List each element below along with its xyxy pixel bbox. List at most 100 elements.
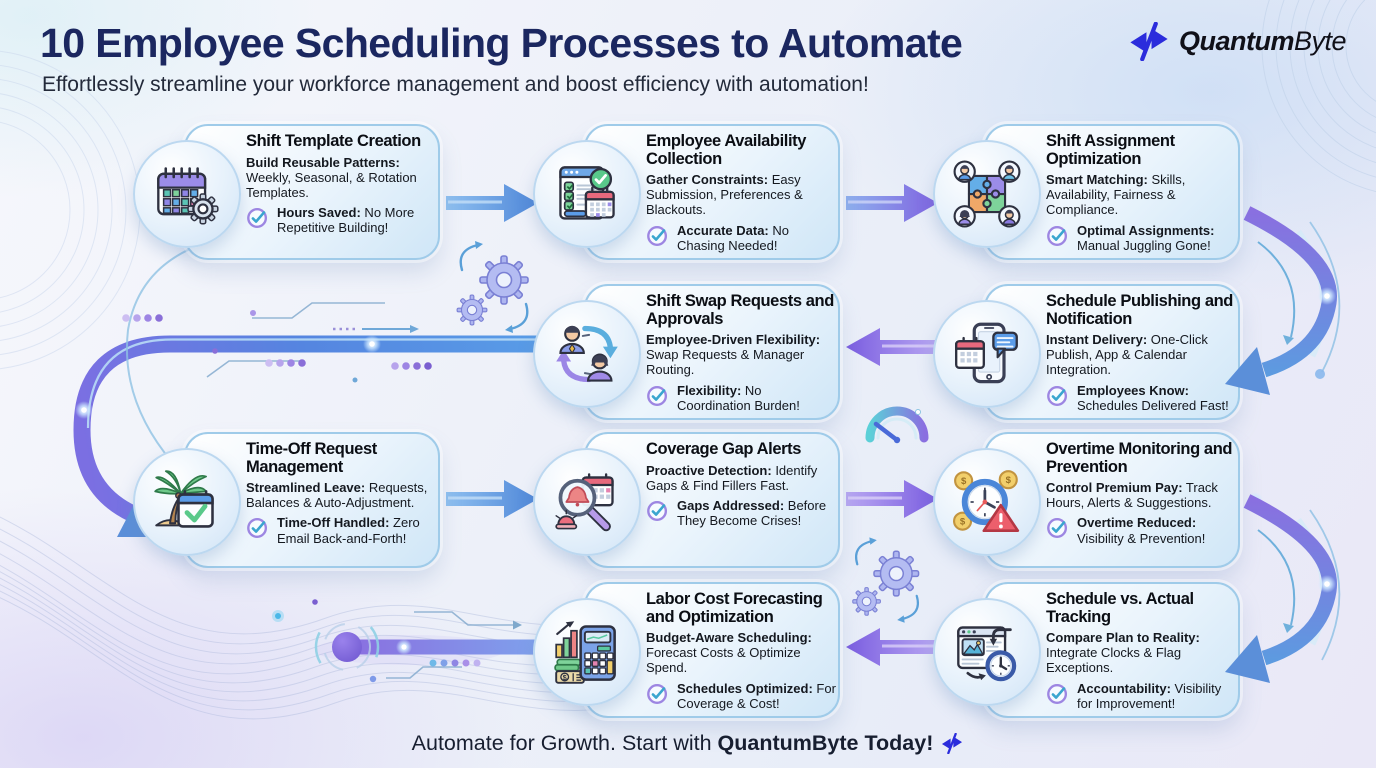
arrow-left-row4 <box>846 628 938 666</box>
clock-money-alert-icon: $ $ $ <box>953 470 1020 533</box>
benefit-text: Hours Saved: No More Repetitive Building… <box>277 205 436 235</box>
availability-form-icon <box>559 166 615 220</box>
team-puzzle-icon <box>953 160 1021 228</box>
gauge-decoration-icon <box>865 406 929 444</box>
card-icon-circle <box>533 300 641 408</box>
body-label: Control Premium Pay: <box>1046 480 1183 496</box>
body-label: Employee-Driven Flexibility: <box>646 332 821 348</box>
benefit-label: Overtime Reduced: <box>1077 515 1197 531</box>
flow-node-left <box>314 614 542 680</box>
footer-lead: Automate for Growth. Start with <box>411 731 718 755</box>
card-icon-circle: $ <box>533 598 641 706</box>
phone-calendar-icon <box>955 322 1018 384</box>
benefit-detail: Manual Juggling Gone! <box>1077 237 1211 253</box>
benefit-text: Flexibility: No Coordination Burden! <box>677 383 836 413</box>
card-icon-circle <box>133 140 241 248</box>
body-text: Swap Requests & Manager Routing. <box>646 347 805 378</box>
body-label: Proactive Detection: <box>646 462 772 478</box>
body-label: Smart Matching: <box>1046 172 1148 188</box>
check-icon <box>247 207 268 228</box>
svg-text:$: $ <box>1006 475 1012 486</box>
card-title: Schedule vs. Actual Tracking <box>1046 590 1194 626</box>
card-icon-circle <box>933 300 1041 408</box>
body-label: Streamlined Leave: <box>246 480 366 496</box>
card-body: Gather Constraints: Easy Submission, Pre… <box>646 172 836 217</box>
brand-name-light: Byte <box>1293 26 1347 56</box>
card-benefit: Gaps Addressed: Before They Become Crise… <box>646 498 836 528</box>
quantumbyte-logo-icon <box>942 732 963 755</box>
brand-logo: QuantumByte <box>1127 22 1347 61</box>
benefit-text: Gaps Addressed: Before They Become Crise… <box>677 498 836 528</box>
gears-decoration-icon <box>456 241 529 333</box>
benefit-label: Employees Know: <box>1077 382 1189 398</box>
card-benefit: Flexibility: No Coordination Burden! <box>646 383 836 413</box>
check-icon <box>647 500 668 521</box>
benefit-text: Overtime Reduced: Visibility & Preventio… <box>1077 515 1236 545</box>
check-icon <box>647 683 668 704</box>
card-title: Shift Swap Requests and Approvals <box>646 292 834 328</box>
fan-lines-left <box>0 50 141 370</box>
body-text: Forecast Costs & Optimize Spend. <box>646 645 801 676</box>
body-label: Gather Constraints: <box>646 172 769 188</box>
card-title: Labor Cost Forecasting and Optimization <box>646 590 823 626</box>
card-body: Instant Delivery: One-Click Publish, App… <box>1046 332 1236 377</box>
curved-arrow-row1-row2 <box>1225 206 1341 395</box>
calculator-chart-icon: $ <box>554 621 616 684</box>
card-title: Schedule Publishing and Notification <box>1046 292 1233 328</box>
card-icon-circle <box>933 140 1041 248</box>
card-title: Shift Template Creation <box>246 132 421 150</box>
arrow-right-row1-a <box>446 184 538 222</box>
card-schedule-vs-actual: Schedule vs. Actual Tracking Compare Pla… <box>933 582 1240 718</box>
card-employee-availability-collection: Employee Availability Collection Gather … <box>533 124 840 260</box>
footer-emphasis: QuantumByte Today! <box>717 731 934 755</box>
check-icon <box>1047 518 1068 539</box>
card-body: Smart Matching: Skills, Availability, Fa… <box>1046 172 1236 217</box>
card-benefit: Overtime Reduced: Visibility & Preventio… <box>1046 515 1236 546</box>
check-icon <box>647 225 668 246</box>
card-time-off-request: Time-Off Request Management Streamlined … <box>133 432 440 568</box>
brand-name: QuantumByte <box>1179 26 1347 57</box>
palm-calendar-icon <box>154 470 214 528</box>
check-icon <box>1047 385 1068 406</box>
card-overtime-monitoring: $ $ $ Overtime Monitoring a <box>933 432 1240 568</box>
window-clock-icon <box>957 626 1017 682</box>
card-benefit: Hours Saved: No More Repetitive Building… <box>246 205 436 235</box>
card-title: Coverage Gap Alerts <box>646 440 802 458</box>
card-shift-template-creation: Shift Template Creation Build Reusable P… <box>133 124 440 260</box>
check-icon <box>1047 683 1068 704</box>
arrow-right-row3-a <box>446 480 538 518</box>
calendar-gear-icon <box>157 167 219 225</box>
benefit-text: Accurate Data: No Chasing Needed! <box>677 223 836 253</box>
body-label: Budget-Aware Scheduling: <box>646 630 812 646</box>
card-icon-circle <box>133 448 241 556</box>
benefit-text: Time-Off Handled: Zero Email Back-and-Fo… <box>277 515 436 545</box>
check-icon <box>1047 225 1068 246</box>
card-benefit: Accountability: Visibility for Improveme… <box>1046 681 1236 711</box>
magnifier-alert-icon <box>555 473 614 532</box>
benefit-detail: Visibility & Prevention! <box>1077 530 1206 546</box>
people-swap-icon <box>556 325 618 383</box>
page-subtitle: Effortlessly streamline your workforce m… <box>42 73 869 96</box>
gears-decoration-icon <box>852 537 920 623</box>
card-body: Budget-Aware Scheduling: Forecast Costs … <box>646 630 836 675</box>
card-benefit: Accurate Data: No Chasing Needed! <box>646 223 836 253</box>
benefit-text: Employees Know: Schedules Delivered Fast… <box>1077 383 1236 413</box>
body-label: Compare Plan to Reality: <box>1046 630 1200 646</box>
card-body: Employee-Driven Flexibility: Swap Reques… <box>646 332 836 377</box>
page-title: 10 Employee Scheduling Processes to Auto… <box>40 20 963 66</box>
benefit-label: Time-Off Handled: <box>277 515 390 531</box>
card-coverage-gap-alerts: Coverage Gap Alerts Proactive Detection:… <box>533 432 840 568</box>
card-benefit: Schedules Optimized: For Coverage & Cost… <box>646 681 836 711</box>
card-schedule-publishing: Schedule Publishing and Notification Ins… <box>933 284 1240 420</box>
card-body: Control Premium Pay: Track Hours, Alerts… <box>1046 480 1236 510</box>
card-body: Compare Plan to Reality: Integrate Clock… <box>1046 630 1236 675</box>
arrow-right-row1-b <box>846 184 938 222</box>
card-body: Proactive Detection: Identify Gaps & Fin… <box>646 463 836 493</box>
arrow-right-row3-b <box>846 480 938 518</box>
benefit-detail: Schedules Delivered Fast! <box>1077 397 1229 413</box>
benefit-text: Accountability: Visibility for Improveme… <box>1077 681 1236 711</box>
svg-text:$: $ <box>960 516 966 527</box>
card-title: Shift Assignment Optimization <box>1046 132 1175 168</box>
svg-text:$: $ <box>961 476 967 487</box>
